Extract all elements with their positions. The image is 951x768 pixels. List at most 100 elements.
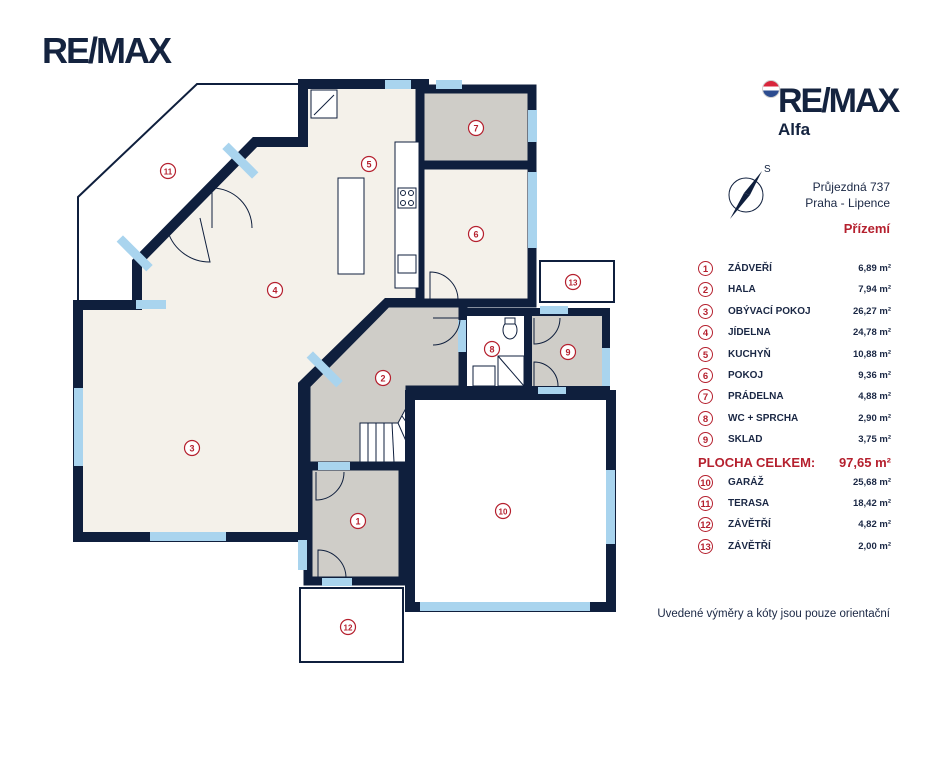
room-marker-label: 6	[473, 229, 478, 239]
legend-row: 3 OBÝVACÍ POKOJ 26,27 m²	[698, 303, 891, 324]
room-marker-label: 13	[569, 278, 578, 287]
room-name: ZÁVĚTŘÍ	[728, 540, 771, 552]
room-area	[415, 160, 537, 308]
legend-row: 13 ZÁVĚTŘÍ 2,00 m²	[698, 538, 891, 559]
room-area: 25,68 m²	[852, 476, 891, 488]
garage-area	[405, 390, 616, 612]
room-name: GARÁŽ	[728, 476, 764, 488]
disclaimer-note: Uvedené výměry a kóty jsou pouze orienta…	[657, 608, 890, 620]
room-marker-label: 12	[344, 623, 353, 632]
windows	[74, 80, 615, 611]
room-area: 6,89 m²	[858, 263, 891, 274]
room-number-badge: 8	[698, 410, 713, 426]
legend-row: 9 SKLAD 3,75 m²	[698, 431, 891, 452]
compass-icon: S	[728, 164, 771, 219]
room-marker-label: 4	[272, 285, 277, 295]
room-name: TERASA	[728, 497, 770, 509]
room-number-badge: 9	[698, 432, 713, 448]
legend-row: 11 TERASA 18,42 m²	[698, 495, 891, 516]
legend-row: 6 POKOJ 9,36 m²	[698, 367, 891, 388]
room-marker	[349, 512, 367, 530]
office-name: Alfa	[778, 120, 811, 139]
room-marker	[559, 343, 577, 361]
room-number-badge: 12	[698, 517, 713, 533]
room-name: ZÁVĚTŘÍ	[728, 519, 771, 531]
room-marker	[467, 119, 485, 137]
room-area: 10,88 m²	[852, 348, 891, 360]
room-name: JÍDELNA	[728, 327, 771, 339]
room-name: POKOJ	[728, 369, 764, 381]
fixtures	[310, 89, 525, 387]
room-number-badge: 11	[698, 495, 713, 511]
room-number-badge: 13	[698, 538, 713, 554]
room-area: 4,82 m²	[858, 519, 891, 531]
address-line1: Průjezdná 737	[812, 180, 890, 194]
room-name: ZÁDVEŘÍ	[728, 263, 772, 274]
room-area: 3,75 m²	[858, 434, 891, 446]
room-number-badge: 10	[698, 474, 713, 490]
room-name: HALA	[728, 284, 756, 296]
legend-row: 10 GARÁŽ 25,68 m²	[698, 474, 891, 495]
room-number-badge: 6	[698, 367, 713, 383]
address-line2: Praha - Lipence	[805, 196, 890, 210]
room-name: SKLAD	[728, 434, 763, 446]
total-label: PLOCHA CELKEM:	[698, 454, 816, 470]
doors	[167, 187, 561, 579]
room-name: WC + SPRCHA	[728, 412, 799, 424]
room-marker-label: 7	[473, 123, 478, 133]
remax-logo: RE/MAX	[42, 30, 172, 71]
brand-name: RE/MAX	[778, 82, 900, 120]
room-marker	[183, 439, 201, 457]
room-area: 2,90 m²	[858, 412, 891, 424]
room-area: 9,36 m²	[858, 369, 891, 381]
room-marker-label: 1	[355, 516, 360, 526]
room-area: 4,88 m²	[858, 391, 891, 403]
room-area: 18,42 m²	[852, 497, 891, 509]
room-marker-label: 2	[380, 373, 385, 383]
legend-row: 5 KUCHYŇ 10,88 m²	[698, 346, 891, 367]
room-number-badge: 3	[698, 303, 713, 319]
room-number-badge: 2	[698, 282, 713, 298]
legend-row: 2 HALA 7,94 m²	[698, 281, 891, 302]
total-value: 97,65 m²	[838, 454, 891, 470]
room-marker	[266, 281, 284, 299]
room-marker	[374, 369, 392, 387]
entrance-area	[303, 461, 408, 586]
legend-row: 12 ZÁVĚTŘÍ 4,82 m²	[698, 516, 891, 537]
room-marker	[339, 618, 357, 636]
room-marker	[360, 155, 378, 173]
compass-label: S	[764, 164, 771, 175]
room-marker-label: 11	[164, 167, 173, 176]
room-name: KUCHYŇ	[728, 348, 771, 360]
room-area: 24,78 m²	[852, 327, 891, 339]
room-marker	[467, 225, 485, 243]
room-number-badge: 7	[698, 389, 713, 405]
total-row: PLOCHA CELKEM: 97,65 m²	[698, 453, 891, 474]
legend-row: 8 WC + SPRCHA 2,90 m²	[698, 410, 891, 431]
room-marker-label: 10	[499, 507, 508, 516]
legend-row: 4 JÍDELNA 24,78 m²	[698, 324, 891, 345]
room-marker	[159, 162, 177, 180]
floor-title: Přízemí	[843, 221, 890, 236]
room-marker	[564, 273, 582, 291]
balloon-icon	[762, 80, 780, 98]
room-marker	[494, 502, 512, 520]
room-marker-label: 3	[189, 443, 194, 453]
room-area: 7,94 m²	[858, 284, 891, 296]
address: Průjezdná 737 Praha - Lipence	[805, 179, 890, 211]
room-number-badge: 4	[698, 325, 713, 341]
room-number-badge: 5	[698, 346, 713, 362]
brand-block: RE/MAX Alfa	[762, 80, 902, 152]
room-name: OBÝVACÍ POKOJ	[728, 305, 811, 317]
room-area: 26,27 m²	[852, 305, 891, 317]
room-area: 2,00 m²	[858, 540, 891, 552]
room-marker	[483, 340, 501, 358]
room-marker-label: 5	[366, 159, 371, 169]
